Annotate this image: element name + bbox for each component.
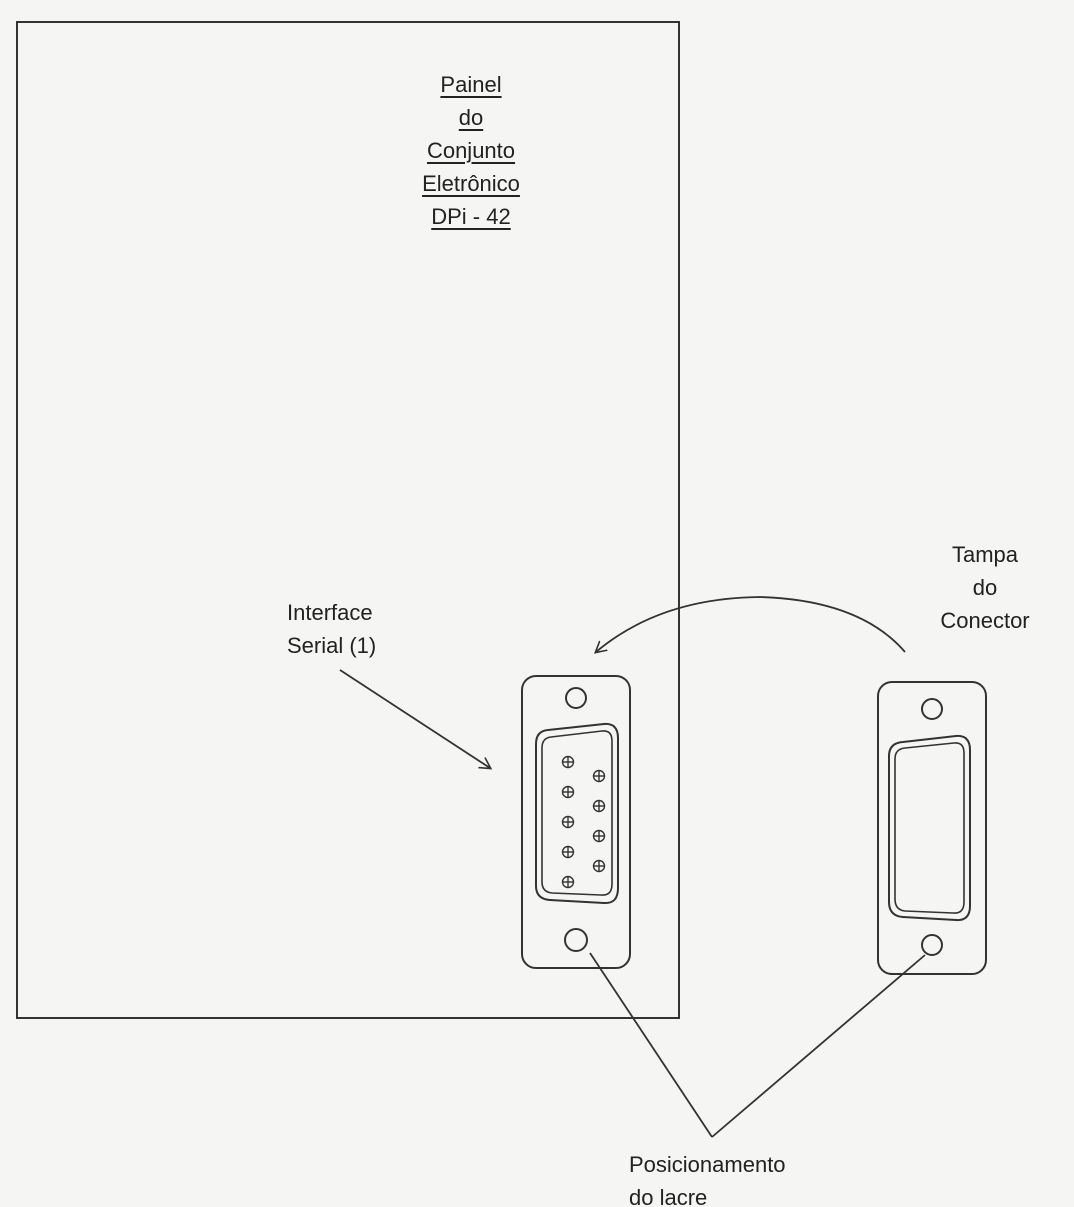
- interface-leader-arrow: [339, 669, 490, 768]
- top-screw-hole: [565, 687, 587, 709]
- seal-leader-right: [711, 954, 926, 1138]
- seal-label-line-1: Posicionamento: [629, 1152, 786, 1177]
- pin-row-2: [592, 769, 606, 873]
- cover-bottom-hole: [921, 934, 943, 956]
- panel-title-line-4: Eletrônico: [422, 171, 520, 196]
- interface-serial-label: Interface Serial (1): [287, 596, 376, 662]
- d-shell-inner: [541, 730, 613, 896]
- connector-cover-label: Tampa do Conector: [925, 538, 1045, 637]
- d-shell-outer: [535, 722, 619, 905]
- cover-label-line-2: do: [972, 575, 998, 600]
- panel-title-line-3: Conjunto: [426, 138, 516, 163]
- connector-flange: [521, 675, 631, 969]
- cover-to-connector-arrow: [596, 596, 906, 652]
- cover-label-line-3: Conector: [940, 608, 1030, 633]
- panel-title-line-1: Painel: [440, 72, 502, 97]
- interface-label-line-2: Serial (1): [287, 633, 377, 658]
- connector-cover: [877, 681, 987, 975]
- cover-label-line-1: Tampa: [951, 542, 1019, 567]
- pin-row-1: [561, 755, 575, 889]
- panel-title-line-2: do: [458, 105, 484, 130]
- cover-shell-inner: [894, 742, 965, 914]
- cover-top-hole: [921, 698, 943, 720]
- seal-leader-left: [589, 952, 713, 1138]
- panel-title: Painel do Conjunto Eletrônico DPi - 42: [396, 68, 546, 233]
- seal-label-line-2: do lacre: [629, 1185, 708, 1207]
- seal-position-label: Posicionamento do lacre: [629, 1148, 786, 1207]
- panel-outline: [16, 21, 680, 1019]
- serial-interface-connector: [521, 675, 631, 969]
- cover-flange: [877, 681, 987, 975]
- panel-title-line-5: DPi - 42: [431, 204, 511, 229]
- interface-label-line-1: Interface: [287, 600, 373, 625]
- bottom-screw-hole: [564, 928, 588, 952]
- cover-shell-outer: [888, 734, 971, 922]
